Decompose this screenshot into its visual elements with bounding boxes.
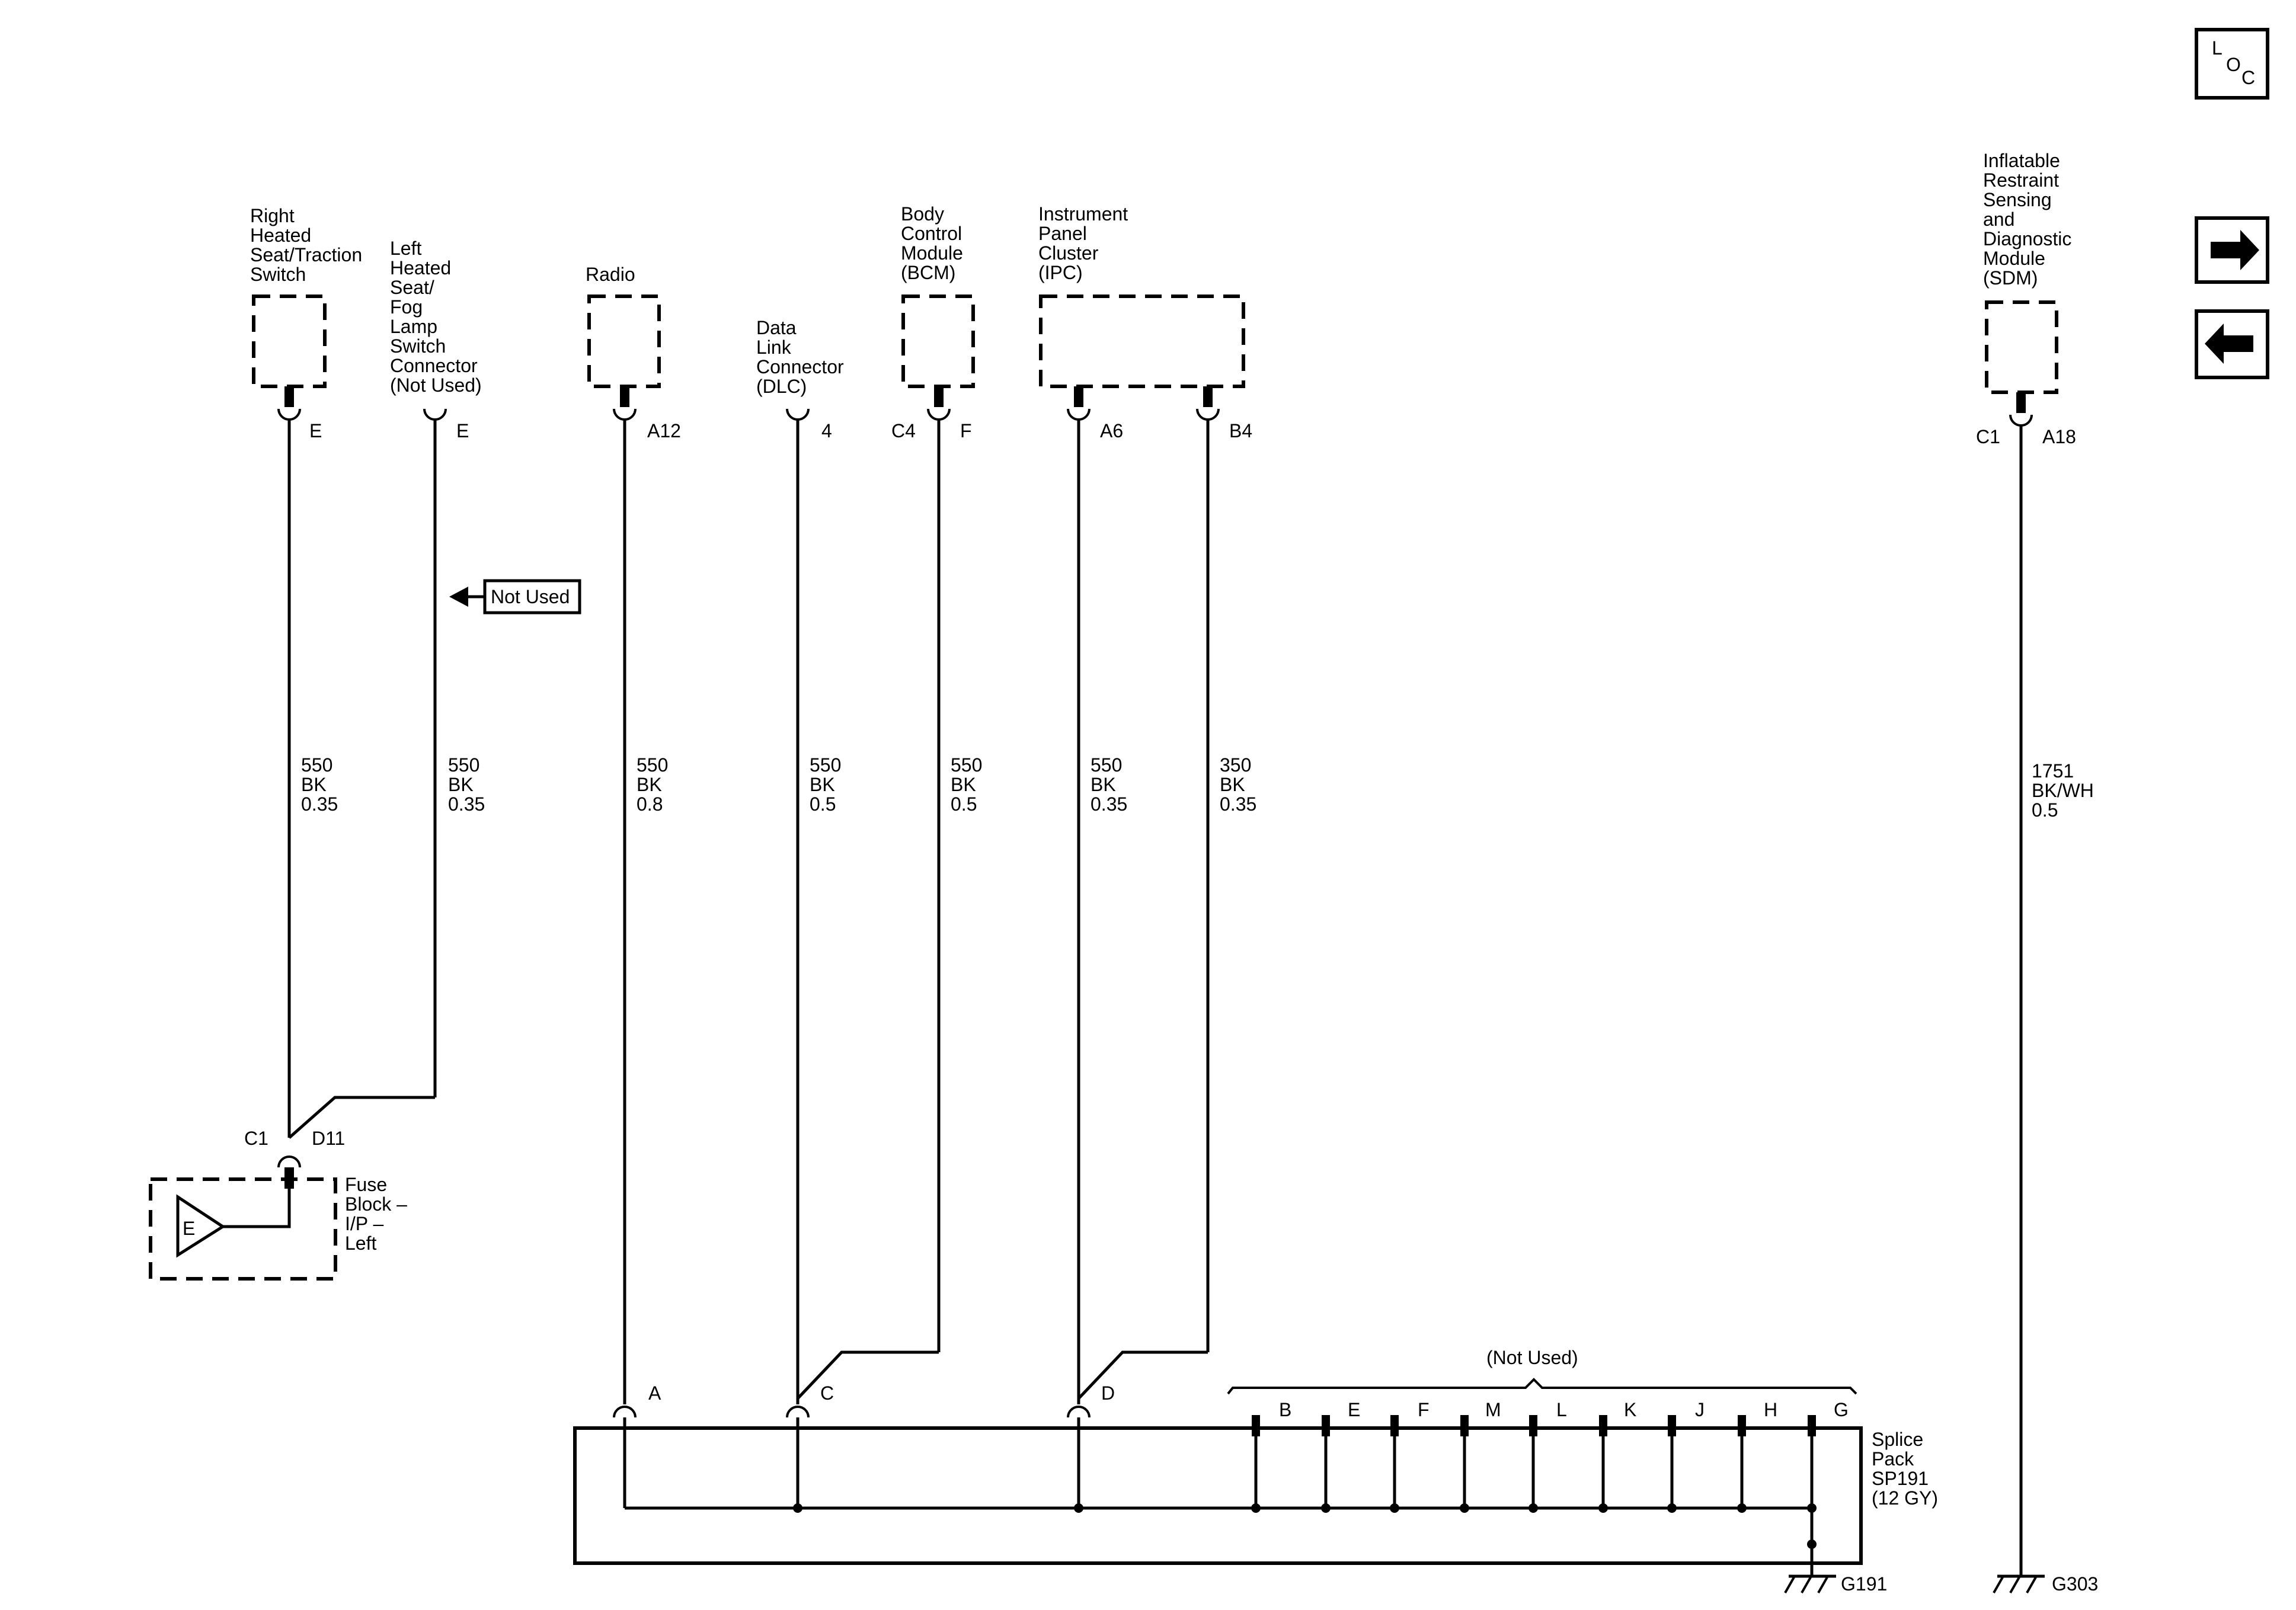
ground-g303-icon	[1993, 1574, 2045, 1593]
loc-letter-l: L	[2212, 37, 2223, 59]
right-seat-switch-pin: E	[309, 420, 322, 441]
sdm-wire: 1751 BK/WH 0.5	[2032, 760, 2099, 821]
arrow-right-icon	[2211, 230, 2259, 270]
loc-letter-c: C	[2241, 67, 2255, 88]
sdm-connector: C1	[1976, 426, 2000, 447]
sdm-pin: A18	[2042, 426, 2076, 447]
bcm-wire: 550 BK 0.5	[951, 754, 987, 815]
ground-g191-label: G191	[1841, 1573, 1887, 1595]
radio-pin: A12	[647, 420, 681, 441]
sdm-name: Inflatable Restraint Sensing and Diagnos…	[1983, 150, 2077, 289]
left-seat-switch-wire: 550 BK 0.35	[448, 754, 485, 815]
right-seat-switch: Right Heated Seat/Traction Switch E 550 …	[250, 205, 367, 1138]
splice-pin-b: B	[1279, 1399, 1291, 1420]
left-seat-switch-name: Left Heated Seat/ Fog Lamp Switch Connec…	[390, 238, 483, 396]
bcm-connector: C4	[891, 420, 916, 441]
right-seat-switch-name: Right Heated Seat/Traction Switch	[250, 205, 367, 285]
dlc-name: Data Link Connector (DLC)	[756, 317, 849, 397]
splice-pin-l: L	[1556, 1399, 1567, 1420]
splice-pin-d: D	[1101, 1382, 1115, 1404]
splice-unused-pins	[1252, 1415, 1816, 1576]
ipc: Instrument Panel Cluster (IPC) A6 B4 550…	[1038, 203, 1256, 1404]
dlc-wire: 550 BK 0.5	[810, 754, 846, 815]
splice-pack: Splice Pack SP191 (12 GY) A C D (Not Use…	[573, 1347, 1938, 1595]
splice-pin-g: G	[1834, 1399, 1849, 1420]
loc-letter-o: O	[2226, 54, 2241, 75]
not-used-tag-label: Not Used	[491, 586, 570, 607]
fuse-block-pin: D11	[312, 1128, 345, 1149]
sdm: Inflatable Restraint Sensing and Diagnos…	[1976, 150, 2099, 1595]
arrow-left-icon	[2205, 324, 2253, 364]
ipc-name: Instrument Panel Cluster (IPC)	[1038, 203, 1133, 283]
ipc-pin-a6: A6	[1100, 420, 1123, 441]
fuse-block: C1 D11 E Fuse Block – I/P – Left	[149, 1128, 412, 1281]
splice-pin-a: A	[648, 1382, 661, 1404]
ground-g191-icon	[1784, 1574, 1836, 1593]
right-seat-switch-wire: 550 BK 0.35	[301, 754, 338, 815]
splice-pin-h: H	[1764, 1399, 1777, 1420]
radio-wire: 550 BK 0.8	[637, 754, 673, 815]
ground-g303-label: G303	[2052, 1573, 2098, 1595]
splice-pin-f: F	[1418, 1399, 1430, 1420]
splice-not-used-label: (Not Used)	[1486, 1347, 1578, 1368]
ipc-pin-b4: B4	[1229, 420, 1252, 441]
fuse-block-connector: C1	[244, 1128, 268, 1149]
loc-button[interactable]: L O C	[2195, 28, 2269, 100]
bcm-pin: F	[960, 420, 972, 441]
dlc: Data Link Connector (DLC) 4 550 BK 0.5	[756, 317, 849, 1404]
dlc-pin: 4	[821, 420, 832, 441]
fuse-block-symbol: E	[183, 1218, 195, 1239]
fuse-block-name: Fuse Block – I/P – Left	[345, 1174, 412, 1254]
splice-pack-name: Splice Pack SP191 (12 GY)	[1872, 1429, 1938, 1509]
splice-pin-m: M	[1485, 1399, 1501, 1420]
left-seat-switch: Left Heated Seat/ Fog Lamp Switch Connec…	[288, 238, 581, 1139]
splice-pin-k: K	[1624, 1399, 1636, 1420]
not-used-tag: Not Used	[449, 579, 581, 614]
ipc-wire-a6: 550 BK 0.35	[1091, 754, 1127, 815]
ipc-wire-b4: 350 BK 0.35	[1220, 754, 1256, 815]
radio: Radio A12 550 BK 0.8	[586, 264, 681, 1404]
prev-page-button[interactable]	[2195, 309, 2269, 379]
next-page-button[interactable]	[2195, 216, 2269, 284]
radio-name: Radio	[586, 264, 635, 285]
splice-pin-j: J	[1695, 1399, 1705, 1420]
bcm-name: Body Control Module (BCM)	[901, 203, 968, 283]
splice-pin-e: E	[1348, 1399, 1360, 1420]
splice-pin-c: C	[820, 1382, 834, 1404]
left-seat-switch-pin: E	[456, 420, 469, 441]
bcm: Body Control Module (BCM) C4 F 550 BK 0.…	[797, 203, 987, 1400]
